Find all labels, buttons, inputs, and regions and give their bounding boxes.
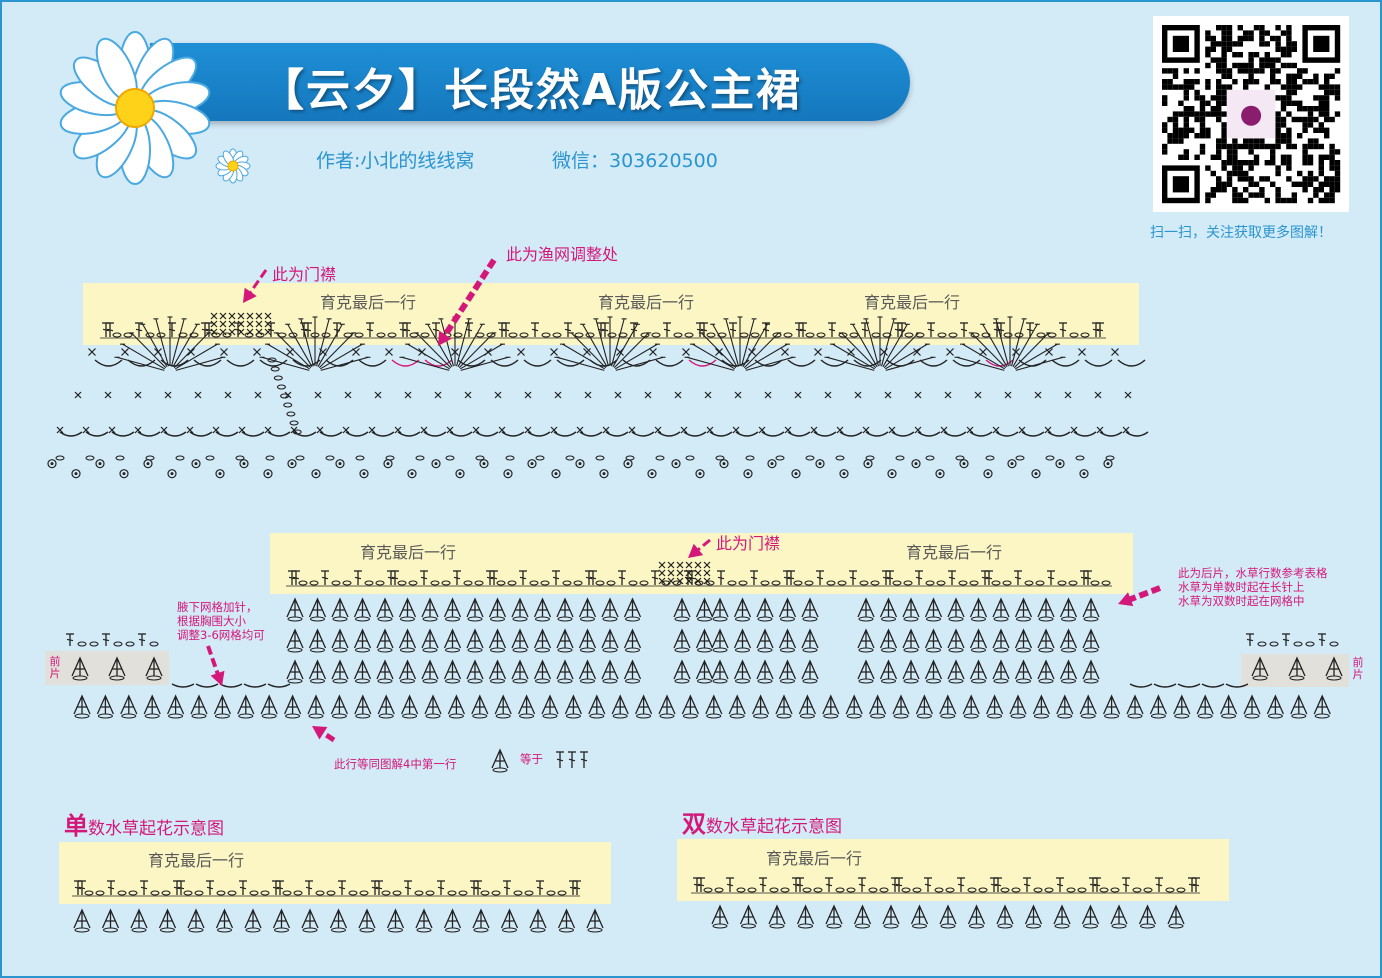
odd-sample-chart — [72, 880, 604, 933]
placket-arrow-middle — [688, 538, 711, 558]
yoke-band-even — [677, 839, 1229, 901]
small-daisy-icon — [215, 148, 251, 184]
yoke-label-4: 育克最后一行 — [360, 543, 457, 562]
front-panel-tag-left: 前片 — [49, 655, 61, 680]
yoke-label-3: 育克最后一行 — [864, 293, 961, 312]
fishnet-yoke-chart — [47, 312, 1149, 479]
page-title: 【云夕】长段然A版公主裙 — [260, 65, 803, 116]
underarm-note: 腋下网格加针， 根据胸围大小 调整3-6网格均可 — [177, 600, 265, 642]
even-sample-chart — [691, 877, 1200, 929]
even-section-title: 双数水草起花示意图 — [682, 810, 842, 838]
placket-note-middle: 此为门襟 — [716, 534, 781, 553]
yoke-label-5: 育克最后一行 — [906, 543, 1003, 562]
daisy-logo-icon — [59, 31, 211, 185]
scan-caption: 扫一扫，关注获取更多图解！ — [1150, 225, 1332, 241]
body-chart — [66, 561, 1343, 773]
fishnet-adjust-note: 此为渔网调整处 — [506, 245, 619, 264]
yoke-label-1: 育克最后一行 — [320, 293, 417, 312]
back-panel-note: 此为后片，水草行数参考表格 水草为单数时起在长针上 水草为双数时起在网格中 — [1178, 566, 1328, 608]
yoke-band-top — [83, 283, 1139, 345]
placket-arrow-top — [243, 269, 268, 303]
equals-text: 等于 — [520, 752, 543, 766]
yoke-label-7: 育克最后一行 — [766, 849, 863, 868]
back-panel-arrow — [1118, 585, 1162, 607]
title-banner — [150, 43, 910, 121]
underarm-arrow — [206, 645, 225, 686]
row-equals-note: 此行等同图解4中第一行 — [334, 757, 457, 771]
odd-section-title: 单数水草起花示意图 — [64, 812, 224, 840]
wechat-id: 微信：303620500 — [552, 150, 718, 172]
qr-code-icon[interactable] — [1153, 16, 1349, 212]
front-panel-tag-right: 前片 — [1352, 656, 1364, 681]
author-text: 作者:小北的线线窝 — [316, 150, 475, 172]
yoke-label-6: 育克最后一行 — [148, 851, 245, 870]
placket-note-top: 此为门襟 — [272, 265, 337, 284]
row-equals-arrow — [312, 726, 336, 743]
fishnet-adjust-arrow — [438, 258, 497, 346]
yoke-label-2: 育克最后一行 — [598, 293, 695, 312]
